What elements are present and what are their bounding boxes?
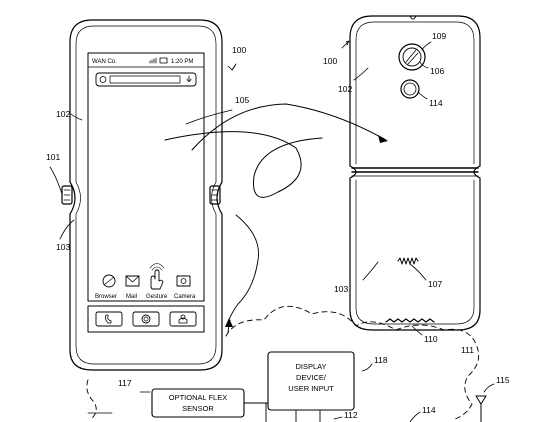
display-box-line-3: USER INPUT bbox=[288, 384, 334, 393]
leader-lines bbox=[49, 40, 432, 414]
display-device-box bbox=[267, 351, 355, 411]
memory-leader bbox=[409, 411, 421, 422]
label-device-right: 100 bbox=[323, 56, 337, 66]
flex-box-line-1: OPTIONAL FLEX bbox=[169, 393, 228, 402]
connector-curve bbox=[227, 214, 259, 323]
label-housing-upper-left: 102 bbox=[56, 109, 70, 119]
gesture-icon[interactable] bbox=[150, 269, 164, 290]
label-display: 105 bbox=[235, 95, 249, 105]
right-device-inner-outline bbox=[355, 21, 475, 325]
gesture-icon-waves bbox=[149, 263, 165, 271]
right-device-outline bbox=[349, 15, 481, 331]
camera-icon-lens bbox=[180, 278, 187, 284]
phone-nav-button[interactable] bbox=[95, 311, 123, 327]
browser-icon[interactable] bbox=[102, 274, 116, 288]
label-speaker: 107 bbox=[428, 279, 442, 289]
search-bar[interactable] bbox=[95, 72, 197, 87]
label-flex-sensor: 117 bbox=[118, 378, 132, 388]
flex-box-line-2: SENSOR bbox=[182, 404, 214, 413]
display-panel bbox=[87, 52, 205, 302]
arrow-100-left bbox=[227, 65, 236, 71]
bottom-port bbox=[385, 318, 435, 323]
right-device bbox=[349, 15, 481, 331]
app-label-browser: Browser bbox=[95, 294, 117, 300]
hinge-knob-right bbox=[209, 185, 221, 205]
speaker-grille bbox=[397, 257, 419, 265]
fold-arrowhead bbox=[378, 135, 388, 143]
label-processor: 112 bbox=[344, 410, 358, 420]
app-label-camera: Camera bbox=[174, 294, 196, 300]
nav-bar bbox=[87, 305, 205, 333]
label-bottom-port: 110 bbox=[424, 334, 438, 344]
label-network: 111 bbox=[461, 345, 474, 355]
top-notch bbox=[409, 15, 417, 20]
display-box-line-1: DISPLAY bbox=[295, 362, 326, 371]
search-field-slot bbox=[109, 75, 181, 84]
hinge-knob-left bbox=[61, 185, 73, 205]
mail-icon-flap bbox=[125, 275, 140, 283]
flex-box-connector bbox=[243, 402, 269, 422]
label-camera: 106 bbox=[430, 66, 444, 76]
browser-icon-detail bbox=[103, 276, 115, 286]
label-device-left: 100 bbox=[232, 45, 246, 55]
label-flash: 114 bbox=[429, 98, 443, 108]
processor-leader bbox=[333, 416, 343, 420]
rear-sensor bbox=[400, 79, 420, 99]
left-device-inner-outline bbox=[75, 25, 217, 365]
label-antenna: 115 bbox=[496, 375, 510, 385]
carrier-text: WAN Co. bbox=[92, 59, 117, 65]
antenna-leader bbox=[483, 383, 495, 393]
fold-arrow bbox=[164, 103, 387, 198]
rear-camera-ring bbox=[402, 47, 422, 67]
mail-icon[interactable] bbox=[125, 275, 140, 287]
search-g-icon bbox=[99, 76, 107, 83]
label-housing-lower-right: 103 bbox=[334, 284, 348, 294]
left-device: WAN Co. 1:20 PM Browser Mail Gesture Cam… bbox=[61, 19, 223, 371]
signal-icon bbox=[149, 57, 157, 64]
phone-handset-icon bbox=[104, 314, 112, 324]
app-label-mail: Mail bbox=[126, 294, 137, 300]
home-icon-inner bbox=[143, 316, 149, 322]
label-flash-unit: 109 bbox=[432, 31, 446, 41]
mic-icon[interactable] bbox=[186, 75, 192, 82]
rear-camera-glint bbox=[405, 49, 419, 65]
label-display-input: 118 bbox=[374, 355, 388, 365]
home-icon bbox=[141, 314, 151, 324]
time-text: 1:20 PM bbox=[171, 59, 193, 65]
camera-icon[interactable] bbox=[176, 275, 191, 287]
left-device-outline bbox=[69, 19, 223, 371]
label-housing-upper-right: 102 bbox=[338, 84, 352, 94]
app-label-gesture: Gesture bbox=[146, 294, 168, 300]
contacts-nav-button[interactable] bbox=[169, 311, 197, 327]
home-nav-button[interactable] bbox=[132, 311, 160, 327]
rear-sensor-inner bbox=[403, 82, 417, 96]
label-memory: 114 bbox=[422, 405, 436, 415]
label-hinge: 101 bbox=[46, 152, 60, 162]
antenna-icon bbox=[475, 395, 487, 422]
label-housing-lower-left: 103 bbox=[56, 242, 70, 252]
display-box-line-2: DEVICE/ bbox=[296, 373, 327, 382]
network-arrowhead bbox=[225, 318, 233, 327]
person-icon bbox=[178, 314, 188, 324]
display-device-connector bbox=[295, 409, 321, 422]
rear-camera bbox=[398, 43, 426, 71]
battery-icon bbox=[159, 57, 168, 64]
